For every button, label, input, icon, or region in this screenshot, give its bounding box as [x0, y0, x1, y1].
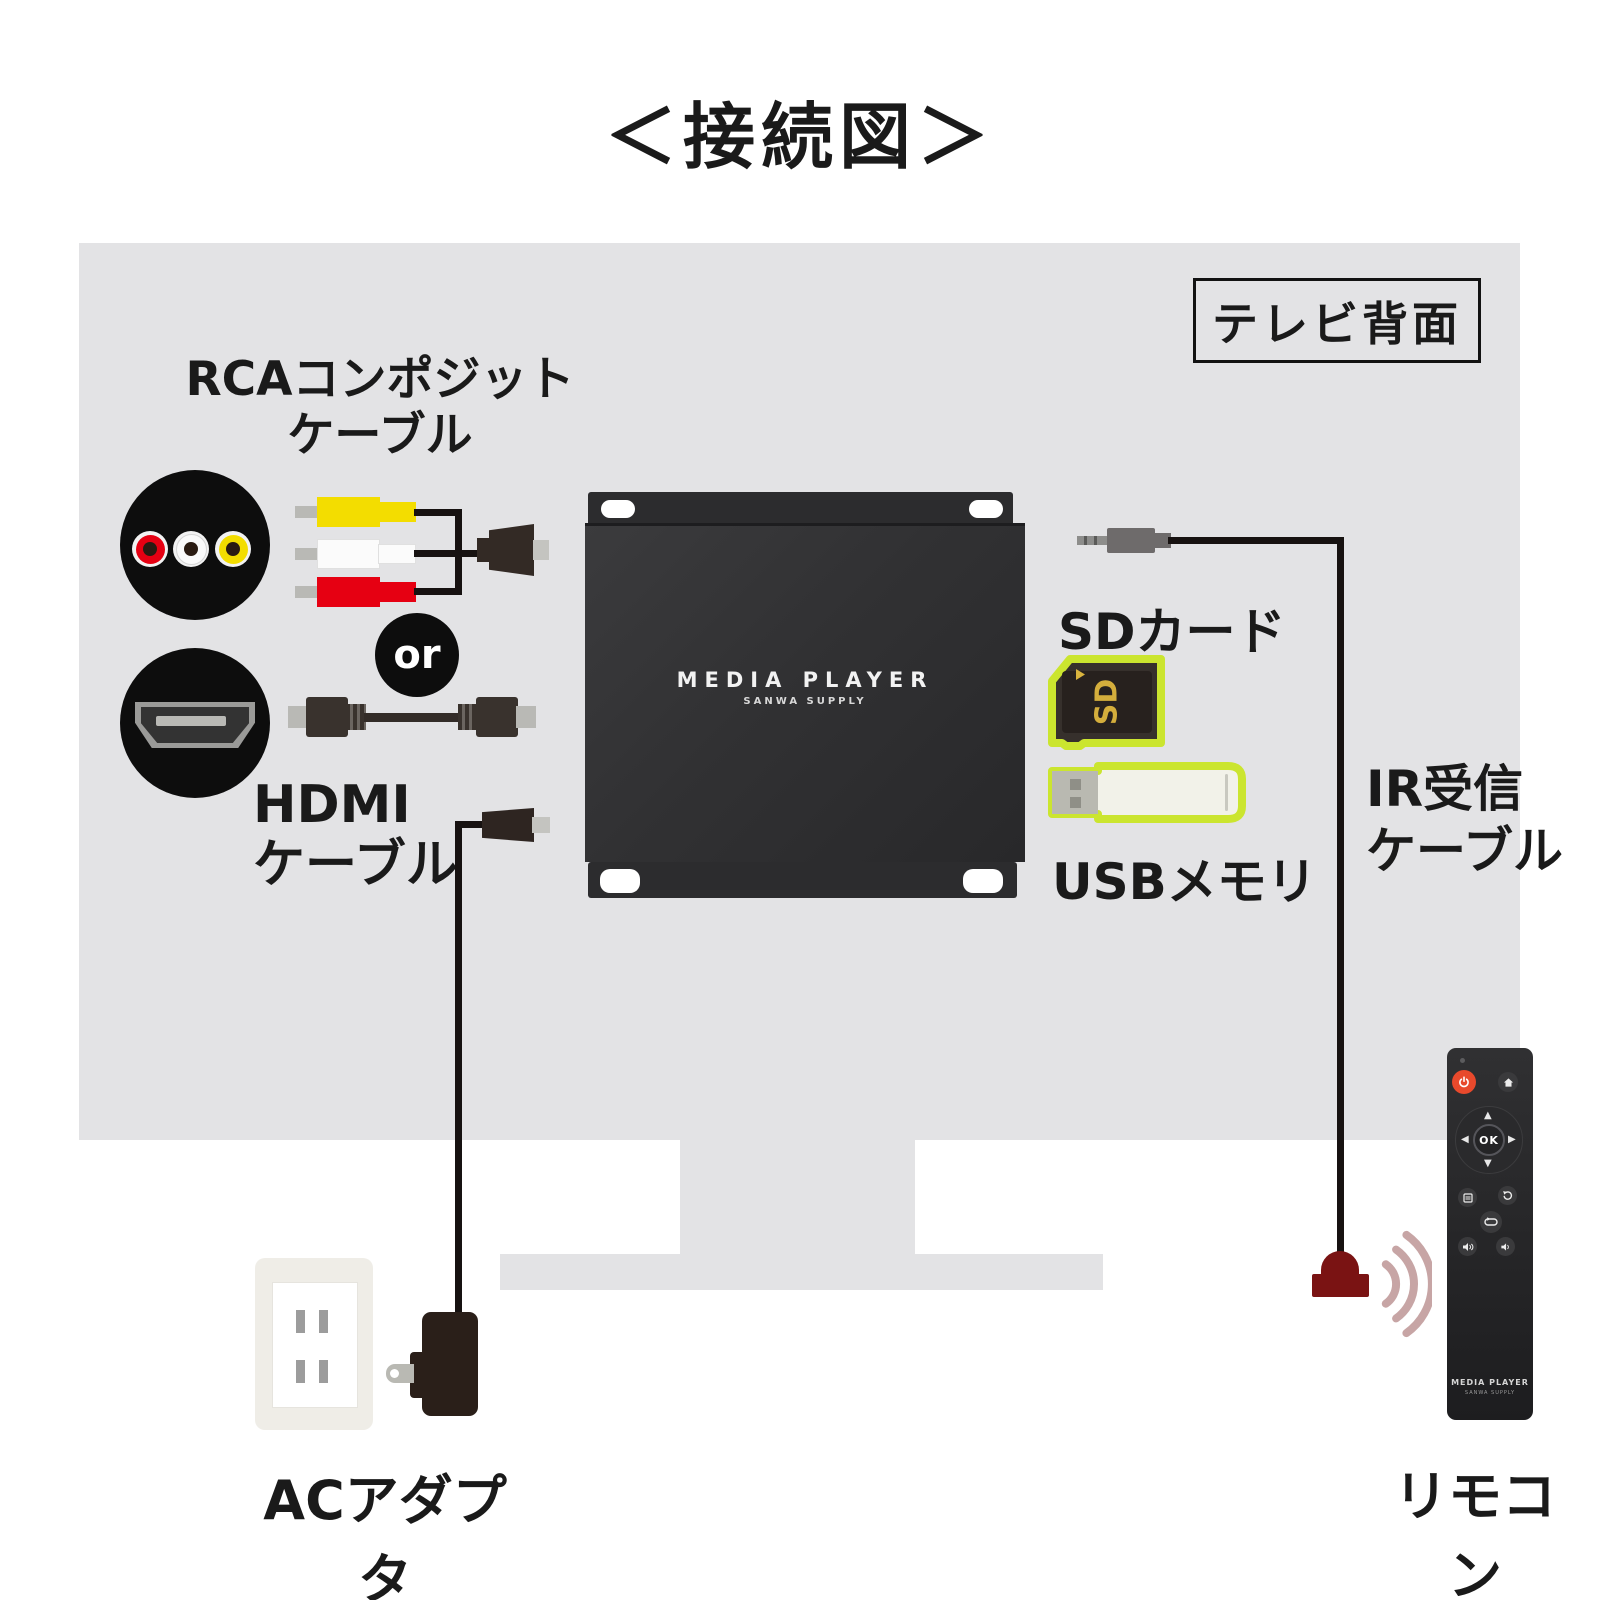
or-badge: or: [375, 613, 459, 697]
sd-card-text: SD: [1090, 679, 1125, 726]
remote-volume-down-button: [1458, 1237, 1477, 1256]
hdmi-cable-wire: [364, 713, 460, 722]
rca-plug-yellow-tip: [295, 506, 318, 518]
media-player-bottom-flange: [588, 862, 1017, 898]
rca-plug-yellow-icon: [317, 497, 380, 527]
hdmi-cable-right-tip: [516, 706, 536, 728]
screw-hole-icon: [969, 500, 1003, 518]
media-player-top-flange: [588, 492, 1013, 526]
page-title: ＜接続図＞: [604, 95, 995, 179]
rca-cable-label: RCAコンポジット ケーブル: [185, 352, 575, 463]
rca-jack-yellow-icon: [215, 531, 251, 567]
screw-hole-icon: [963, 869, 1003, 893]
home-icon: [1503, 1077, 1513, 1087]
tv-stand-neck: [680, 1140, 915, 1254]
remote-volume-up-button: [1496, 1237, 1515, 1256]
rca-combined-plug-icon: [489, 524, 534, 576]
remote-label: リモコン: [1394, 1465, 1556, 1600]
speaker-loud-icon: [1462, 1242, 1473, 1251]
power-plug-icon: [482, 808, 534, 842]
ir-cable-vertical: [1337, 537, 1344, 1256]
hdmi-cable-left-connector: [306, 697, 348, 737]
screw-hole-icon: [600, 869, 640, 893]
ir-jack-plug-icon: [1077, 536, 1107, 545]
usb-memory-label: USBメモリ: [1052, 853, 1317, 911]
rca-plug-white-tip: [295, 548, 318, 560]
dpad-left-icon: ◀: [1461, 1134, 1469, 1145]
sd-card-label: SDカード: [1058, 603, 1286, 661]
tv-back-label-box: テレビ背面: [1193, 278, 1481, 363]
dpad-down-icon: ▼: [1484, 1158, 1492, 1169]
rca-wire-merge: [455, 509, 462, 595]
media-player-maker-text: SANWA SUPPLY: [743, 696, 867, 707]
back-icon: [1503, 1191, 1513, 1200]
dpad-right-icon: ▶: [1508, 1134, 1516, 1145]
power-cable: [458, 821, 486, 828]
remote-home-button: [1498, 1072, 1518, 1092]
rca-plug-red-tip: [295, 586, 318, 598]
remote-control: [1447, 1048, 1533, 1420]
remote-menu-button: [1458, 1188, 1477, 1207]
speaker-icon: [1501, 1242, 1509, 1251]
hdmi-cable-right-connector: [476, 697, 518, 737]
remote-led-icon: [1460, 1058, 1465, 1063]
ac-adapter-label: ACアダプタ: [263, 1469, 507, 1600]
hdmi-cable-label: HDMI ケーブル: [253, 775, 458, 895]
remote-repeat-button: [1480, 1211, 1502, 1233]
ir-cable: [1168, 537, 1344, 544]
ac-adapter-icon: [422, 1312, 478, 1416]
repeat-icon: [1484, 1217, 1498, 1226]
media-player-brand-text: MEDIA PLAYER: [676, 668, 934, 692]
ir-signal-waves-icon: [1381, 1230, 1432, 1338]
rca-wire-red: [414, 588, 460, 595]
remote-back-button: [1498, 1186, 1517, 1205]
power-icon: [1459, 1076, 1469, 1088]
screw-hole-icon: [601, 500, 635, 518]
sd-card-icon: SD: [1048, 655, 1165, 750]
rca-wire-yellow: [414, 509, 460, 516]
remote-maker-text: SANWA SUPPLY: [1464, 1390, 1516, 1396]
rca-plug-white-icon: [317, 539, 380, 569]
media-player-device: [585, 523, 1025, 862]
remote-ok-button: OK: [1473, 1124, 1505, 1156]
hdmi-cable-left-tip: [288, 706, 308, 728]
rca-jack-red-icon: [132, 531, 168, 567]
ir-cable-label: IR受信 ケーブル: [1366, 760, 1563, 880]
rca-jack-white-icon: [173, 531, 209, 567]
rca-plug-red-icon: [317, 577, 380, 607]
tv-back-label: テレビ背面: [1212, 296, 1462, 351]
tv-stand-base: [500, 1254, 1103, 1290]
remote-brand-text: MEDIA PLAYER: [1451, 1378, 1529, 1387]
remote-power-button: [1452, 1070, 1476, 1094]
usb-memory-icon: [1048, 762, 1246, 823]
power-cable-vertical: [455, 821, 462, 1315]
dpad-up-icon: ▲: [1484, 1110, 1492, 1121]
ir-receiver-icon: [1321, 1251, 1359, 1277]
menu-icon: [1462, 1192, 1473, 1203]
rca-wire-white: [414, 550, 478, 557]
